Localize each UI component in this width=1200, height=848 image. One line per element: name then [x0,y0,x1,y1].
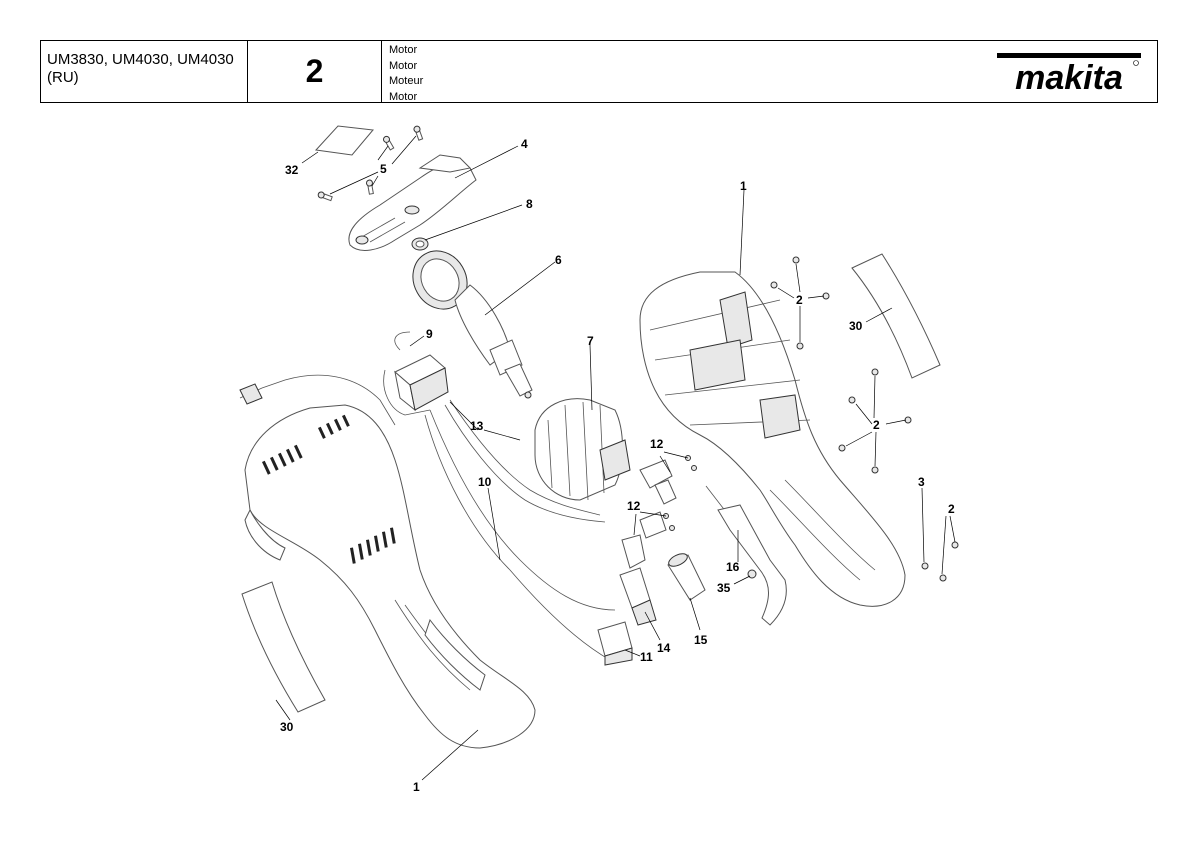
callout-8: 8 [526,197,533,211]
callout-30-left: 30 [280,720,294,734]
callout-labels: 32 5 4 8 6 9 7 13 10 12 12 1 2 30 2 3 2 … [280,137,955,794]
callout-2-lower: 2 [948,502,955,516]
part-2-screws-middle [838,368,912,474]
part-15-sleeve [667,553,706,601]
part-6-armature [412,250,533,399]
callout-6: 6 [555,253,562,267]
part-12-brush-holder-lower [621,511,675,569]
model-line-1: UM3830, UM4030, UM4030 [47,51,234,68]
section-titles: Motor Motor Moteur Motor makita [382,41,1157,103]
callout-14: 14 [657,641,671,655]
title-es: Motor [389,90,418,103]
callout-3: 3 [918,475,925,489]
page-number: 2 [248,41,382,102]
part-35-screw [747,569,757,579]
callout-13: 13 [470,419,484,433]
makita-logo: makita [997,53,1141,95]
part-4-cover [348,154,477,251]
part-30-label-right [851,253,941,379]
part-32-label-plate [314,125,374,156]
part-2-screws-lower [939,541,959,582]
vent-slots-top [262,414,350,475]
callout-30-right: 30 [849,319,863,333]
leader-lines [275,135,956,781]
part-3-screw [921,562,929,570]
part-9-switch [383,331,449,416]
part-1-housing-right [639,271,906,607]
callout-11: 11 [640,650,653,664]
title-en: Motor [389,44,418,56]
part-2-screws-upper [770,256,830,350]
callout-7: 7 [587,334,594,348]
model-numbers: UM3830, UM4030, UM4030 (RU) [41,41,248,102]
callout-16: 16 [726,560,740,574]
part-1-housing-left [239,374,536,749]
part-13-10-wires [424,399,616,661]
vent-slots-side [350,527,396,564]
callout-35: 35 [717,581,731,595]
title-fr: Moteur [389,75,424,87]
callout-5: 5 [380,162,387,176]
part-30-label-left [241,581,326,713]
part-8-bearing [411,237,429,251]
callout-9: 9 [426,327,433,341]
title-de: Motor [389,59,418,72]
header-table: UM3830, UM4030, UM4030 (RU) 2 Motor Moto… [40,40,1158,103]
part-11-terminal-block [597,621,633,666]
part-7-field [534,398,631,501]
callout-1-right: 1 [740,179,747,193]
callout-12-lower: 12 [627,499,641,513]
callout-10: 10 [478,475,492,489]
callout-15: 15 [694,633,708,647]
callout-4: 4 [521,137,528,151]
brand-logotype: makita [1015,59,1123,95]
part-12-brush-holder-upper [639,455,697,505]
part-14-carbon-brush [619,567,657,626]
callout-2-upper: 2 [796,293,803,307]
callout-32: 32 [285,163,299,177]
callout-1-left: 1 [413,780,420,794]
callout-2-middle: 2 [873,418,880,432]
model-line-2: (RU) [47,69,79,86]
callout-12-upper: 12 [650,437,664,451]
part-5-screws [317,125,424,202]
part-16-cord-guard [705,485,787,626]
